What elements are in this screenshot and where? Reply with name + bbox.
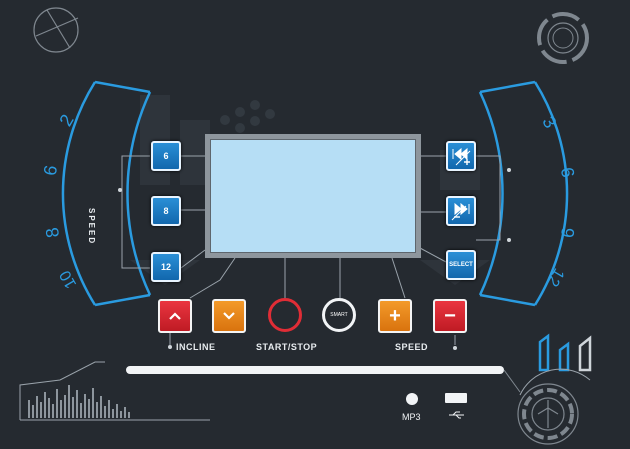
forward-minus-icon (451, 202, 470, 221)
speed-preset-12-label: 12 (160, 262, 171, 272)
speed-preset-8-label: 8 (163, 206, 169, 216)
usb-port (445, 393, 467, 403)
start-stop-button[interactable] (268, 298, 302, 332)
program-previous-button[interactable] (446, 141, 476, 171)
lcd-display (205, 134, 421, 258)
speed-preset-6-button[interactable]: 6 (151, 141, 181, 171)
minus-icon: − (444, 305, 456, 327)
speed-up-button[interactable]: + (378, 299, 412, 333)
select-button[interactable]: SELECT (446, 250, 476, 280)
speed-label: SPEED (395, 342, 429, 352)
program-next-button[interactable] (446, 196, 476, 226)
chevron-down-icon (223, 312, 235, 320)
rewind-plus-icon (452, 147, 471, 166)
select-label: SELECT (449, 262, 473, 268)
mp3-port (406, 393, 418, 405)
start-stop-label: START/STOP (256, 342, 318, 352)
speed-presets-side-label: SPEED (87, 208, 96, 246)
mp3-label: MP3 (402, 412, 421, 422)
incline-down-button[interactable] (212, 299, 246, 333)
incline-up-button[interactable] (158, 299, 192, 333)
usb-icon (449, 411, 464, 419)
speed-down-button[interactable]: − (433, 299, 467, 333)
smart-label: SMART (330, 312, 348, 318)
chevron-up-icon (169, 312, 181, 320)
speed-preset-8-button[interactable]: 8 (151, 196, 181, 226)
speed-preset-6-label: 6 (163, 151, 169, 161)
incline-label: INCLINE (176, 342, 216, 352)
plus-icon: + (389, 305, 401, 327)
smart-button[interactable]: SMART (322, 298, 356, 332)
speed-preset-12-button[interactable]: 12 (151, 252, 181, 282)
